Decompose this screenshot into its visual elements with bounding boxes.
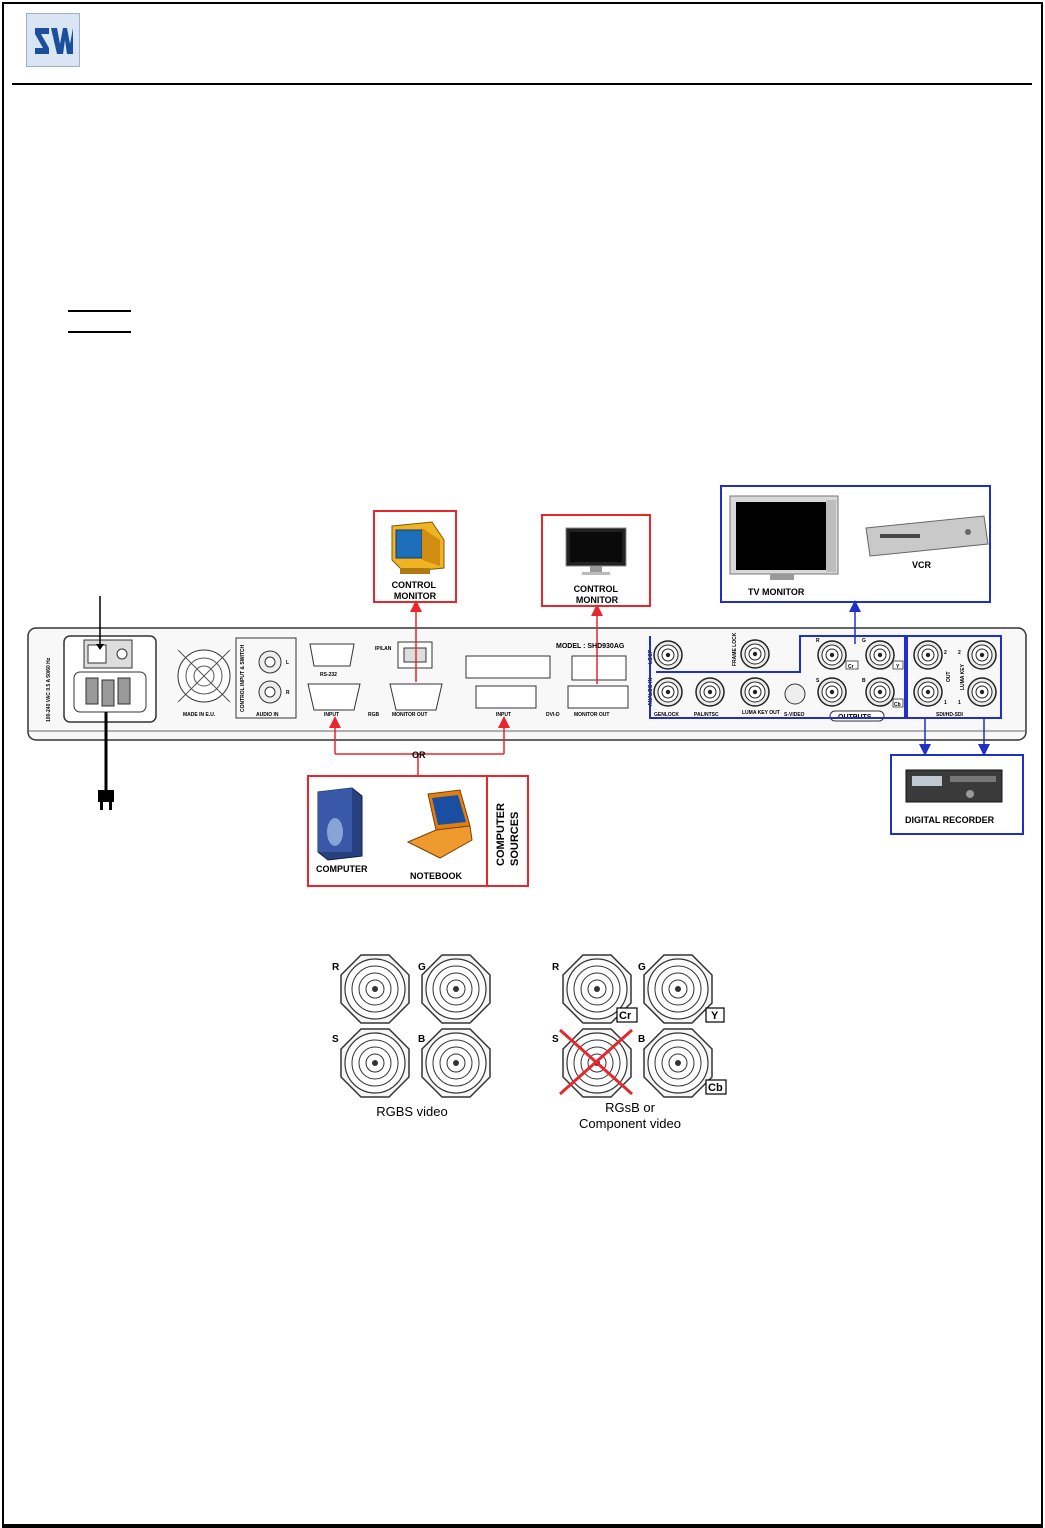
sdi-num-2b: 2 bbox=[958, 650, 961, 656]
fan-grille: MADE IN E.U. bbox=[177, 649, 231, 718]
sdi-luma-key-label: LUMA KEY bbox=[960, 663, 966, 690]
vcr-label: VCR bbox=[912, 560, 932, 570]
panel-bnc-s: S bbox=[816, 678, 820, 684]
dvi-input-port: INPUT DVI-D bbox=[475, 685, 560, 718]
rgbs-label-b: B bbox=[418, 1034, 425, 1045]
rs232-port: RS-232 bbox=[309, 643, 355, 678]
rgbs-bnc-s bbox=[340, 1028, 410, 1098]
made-in-label: MADE IN E.U. bbox=[183, 712, 216, 718]
audio-r-label: R bbox=[286, 690, 290, 696]
panel-bnc-b: B bbox=[862, 678, 866, 684]
panel-tag-cb: Cb bbox=[894, 702, 901, 708]
lan-port: IP/LAN bbox=[375, 641, 433, 669]
comp-label-g: G bbox=[638, 962, 646, 973]
comp-label-b: B bbox=[638, 1034, 645, 1045]
panel-tag-cr: Cr bbox=[848, 664, 854, 670]
rgbs-detail: R G S B RGBS video bbox=[332, 954, 491, 1119]
rgb-label: RGB bbox=[368, 712, 380, 718]
notebook-icon bbox=[406, 789, 473, 859]
dvi-input-label: INPUT bbox=[496, 712, 511, 718]
power-switch-icon[interactable] bbox=[87, 644, 107, 664]
sdi-out-label: OUT bbox=[946, 671, 952, 682]
digital-recorder-icon bbox=[905, 769, 1003, 803]
dvi-monitor-out-port: MONITOR OUT bbox=[567, 685, 629, 718]
rgbs-label-g: G bbox=[418, 962, 426, 973]
digital-recorder-box bbox=[890, 754, 1024, 835]
panel-bnc-g: G bbox=[862, 638, 866, 644]
rgbs-caption: RGBS video bbox=[376, 1104, 448, 1119]
vga-monitor-out-label: MONITOR OUT bbox=[392, 712, 427, 718]
pal-ntsc-label: PAL/NTSC bbox=[694, 712, 719, 718]
dvi-d-label: DVI-D bbox=[546, 712, 560, 718]
sdi-num-1a: 1 bbox=[944, 700, 947, 706]
control-monitor-2-label: CONTROL MONITOR bbox=[574, 584, 621, 605]
comp-bnc-b bbox=[643, 1028, 713, 1098]
vga-input-port: INPUT RGB bbox=[307, 683, 380, 718]
sdi-hd-label: SDI/HD-SDI bbox=[936, 712, 964, 718]
vga-input-label: INPUT bbox=[324, 712, 339, 718]
ip-lan-label: IP/LAN bbox=[375, 646, 392, 652]
comp-caption-2: Component video bbox=[579, 1116, 681, 1131]
audio-in-label: AUDIO IN bbox=[256, 712, 279, 718]
comp-label-r: R bbox=[552, 962, 560, 973]
s-video-label: S-VIDEO bbox=[784, 712, 805, 718]
logo bbox=[26, 13, 80, 67]
computer-label: COMPUTER bbox=[316, 864, 368, 874]
source-connection-lines bbox=[329, 716, 510, 776]
comp-tag-cr: Cr bbox=[619, 1010, 632, 1022]
model-area: MODEL : SHD930AG bbox=[465, 643, 627, 681]
crt-monitor-icon bbox=[391, 521, 445, 574]
rgbs-bnc-b bbox=[421, 1028, 491, 1098]
computer-sources-box bbox=[307, 775, 529, 887]
sdi-section: 2 2 1 1 OUT LUMA KEY SDI/HD-SDI bbox=[913, 640, 997, 718]
power-rating: 100-240 VAC 0.5 A 50/60 Hz bbox=[46, 657, 52, 722]
dvi-monitor-out-label: MONITOR OUT bbox=[574, 712, 609, 718]
computer-tower-icon bbox=[317, 787, 363, 861]
underline-2 bbox=[68, 331, 131, 333]
sdi-num-1b: 1 bbox=[958, 700, 961, 706]
sdi-outputs-highlight bbox=[906, 635, 1002, 719]
comp-tag-cb: Cb bbox=[708, 1082, 723, 1094]
control-input-label: CONTROL INPUT & SWITCH bbox=[240, 644, 246, 712]
rgbs-bnc-r bbox=[340, 954, 410, 1024]
vga-monitor-out-port: MONITOR OUT bbox=[389, 683, 443, 718]
vcr-icon bbox=[865, 515, 989, 557]
sdi-num-2a: 2 bbox=[944, 650, 947, 656]
computer-sources-label: COMPUTER SOURCES bbox=[495, 800, 521, 866]
rs232-label: RS-232 bbox=[320, 672, 337, 678]
frame-lock-label: FRAME LOCK bbox=[732, 632, 738, 666]
comp-label-s: S bbox=[552, 1034, 559, 1045]
sw-logo-icon bbox=[35, 28, 73, 54]
luma-key-out-label: LUMA KEY OUT bbox=[742, 710, 780, 716]
rgbs-bnc-g bbox=[421, 954, 491, 1024]
panel-tag-y: Y bbox=[896, 664, 900, 670]
tv-monitor-label: TV MONITOR bbox=[748, 587, 805, 597]
genlock-label: GENLOCK bbox=[654, 712, 679, 718]
component-detail: R G S B Cr Y Cb RGsB or Component video bbox=[552, 954, 727, 1131]
flat-monitor-icon bbox=[565, 527, 627, 575]
frame-lock-section: FRAME LOCK PAL/NTSC LUMA KEY OUT S-VIDEO bbox=[694, 632, 806, 718]
notebook-label: NOTEBOOK bbox=[410, 871, 463, 881]
audio-l-label: L bbox=[286, 660, 289, 666]
model-label: MODEL : SHD930AG bbox=[556, 643, 625, 650]
comp-bnc-g bbox=[643, 954, 713, 1024]
power-plug-icon bbox=[98, 790, 114, 810]
header-rule bbox=[12, 83, 1032, 85]
control-monitor-1-label: CONTROL MONITOR bbox=[392, 580, 439, 601]
underline-1 bbox=[68, 310, 131, 312]
rgbs-label-s: S bbox=[332, 1034, 339, 1045]
video-outputs-highlight bbox=[649, 635, 906, 719]
panel-bnc-r: R bbox=[816, 638, 820, 644]
rgbs-label-r: R bbox=[332, 962, 340, 973]
or-label: OR bbox=[412, 750, 426, 760]
control-audio-section: CONTROL INPUT & SWITCH L R AUDIO IN bbox=[235, 637, 297, 719]
power-entry-module: 100-240 VAC 0.5 A 50/60 Hz bbox=[46, 635, 157, 723]
tv-monitor-icon bbox=[729, 495, 839, 580]
comp-caption-1: RGsB or bbox=[605, 1100, 656, 1115]
comp-tag-y: Y bbox=[711, 1010, 719, 1022]
digital-recorder-label: DIGITAL RECORDER bbox=[905, 815, 995, 825]
